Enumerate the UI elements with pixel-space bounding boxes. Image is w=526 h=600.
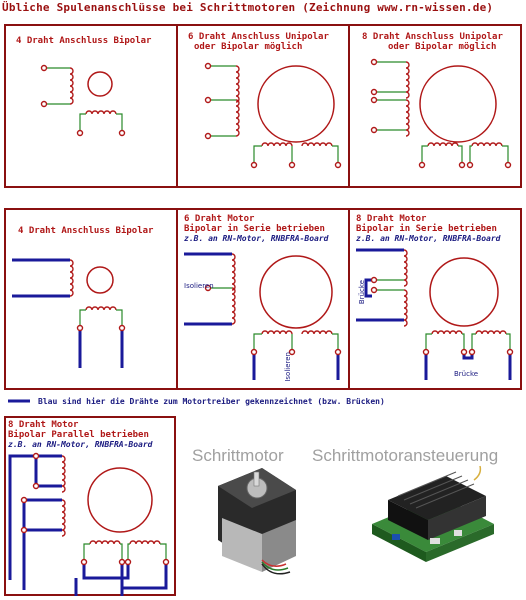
panel-8wire-parallel xyxy=(4,416,176,596)
panel-8wire-top xyxy=(348,24,522,188)
panel-2-title: 6 Draht Anschluss Unipolar xyxy=(188,32,329,42)
bruecke-label-1: Brücke xyxy=(358,280,366,305)
motor-circle xyxy=(87,71,113,97)
panel-7-subtitle: Bipolar Parallel betrieben xyxy=(8,430,149,440)
stepper-motor-label: Schrittmotor xyxy=(192,446,284,465)
diagram-8wire-parallel xyxy=(8,452,170,596)
panel-6-title: 8 Draht Motor xyxy=(356,214,427,224)
diagram-4wire xyxy=(40,64,126,137)
panel-3-title: 8 Draht Anschluss Unipolar xyxy=(362,32,503,42)
diagram-8wire-series xyxy=(356,248,514,380)
legend-text: Blau sind hier die Drähte zum Motortreib… xyxy=(38,397,385,406)
panel-7-title: 8 Draht Motor xyxy=(8,420,79,430)
panel-7-note: z.B. an RN-Motor, RNBFRA-Board xyxy=(8,440,153,449)
page-title: Übliche Spulenanschlüsse bei Schrittmoto… xyxy=(2,1,494,14)
diagram-6wire-series xyxy=(184,252,342,380)
panel-2-subtitle: oder Bipolar möglich xyxy=(194,42,303,52)
driver-board-photo xyxy=(372,465,494,562)
coil-a xyxy=(69,67,74,105)
diagram-6wire xyxy=(204,62,342,169)
panel-5-note: z.B. an RN-Motor, RNBFRA-Board xyxy=(184,234,329,243)
panel-5-subtitle: Bipolar in Serie betrieben xyxy=(184,224,325,234)
panel-6-subtitle: Bipolar in Serie betrieben xyxy=(356,224,497,234)
coil-b xyxy=(85,110,117,115)
isolieren-label-2: Isolieren xyxy=(284,352,292,382)
diagram-4wire-driver xyxy=(12,258,126,368)
panel-1-title: 4 Draht Anschluss Bipolar xyxy=(16,36,152,46)
isolieren-label-1: Isolieren xyxy=(184,282,214,290)
panel-3-subtitle: oder Bipolar möglich xyxy=(388,42,497,52)
panel-5-title: 6 Draht Motor xyxy=(184,214,255,224)
diagram-8wire xyxy=(370,58,512,169)
stepper-motor-photo xyxy=(218,468,296,575)
stepper-driver-label: Schrittmotoransteuerung xyxy=(312,446,499,465)
panel-8wire-series xyxy=(348,208,522,390)
panel-4-title: 4 Draht Anschluss Bipolar xyxy=(18,226,154,236)
panel-6-note: z.B. an RN-Motor, RNBFRA-Board xyxy=(356,234,501,243)
bruecke-label-2: Brücke xyxy=(454,370,479,378)
